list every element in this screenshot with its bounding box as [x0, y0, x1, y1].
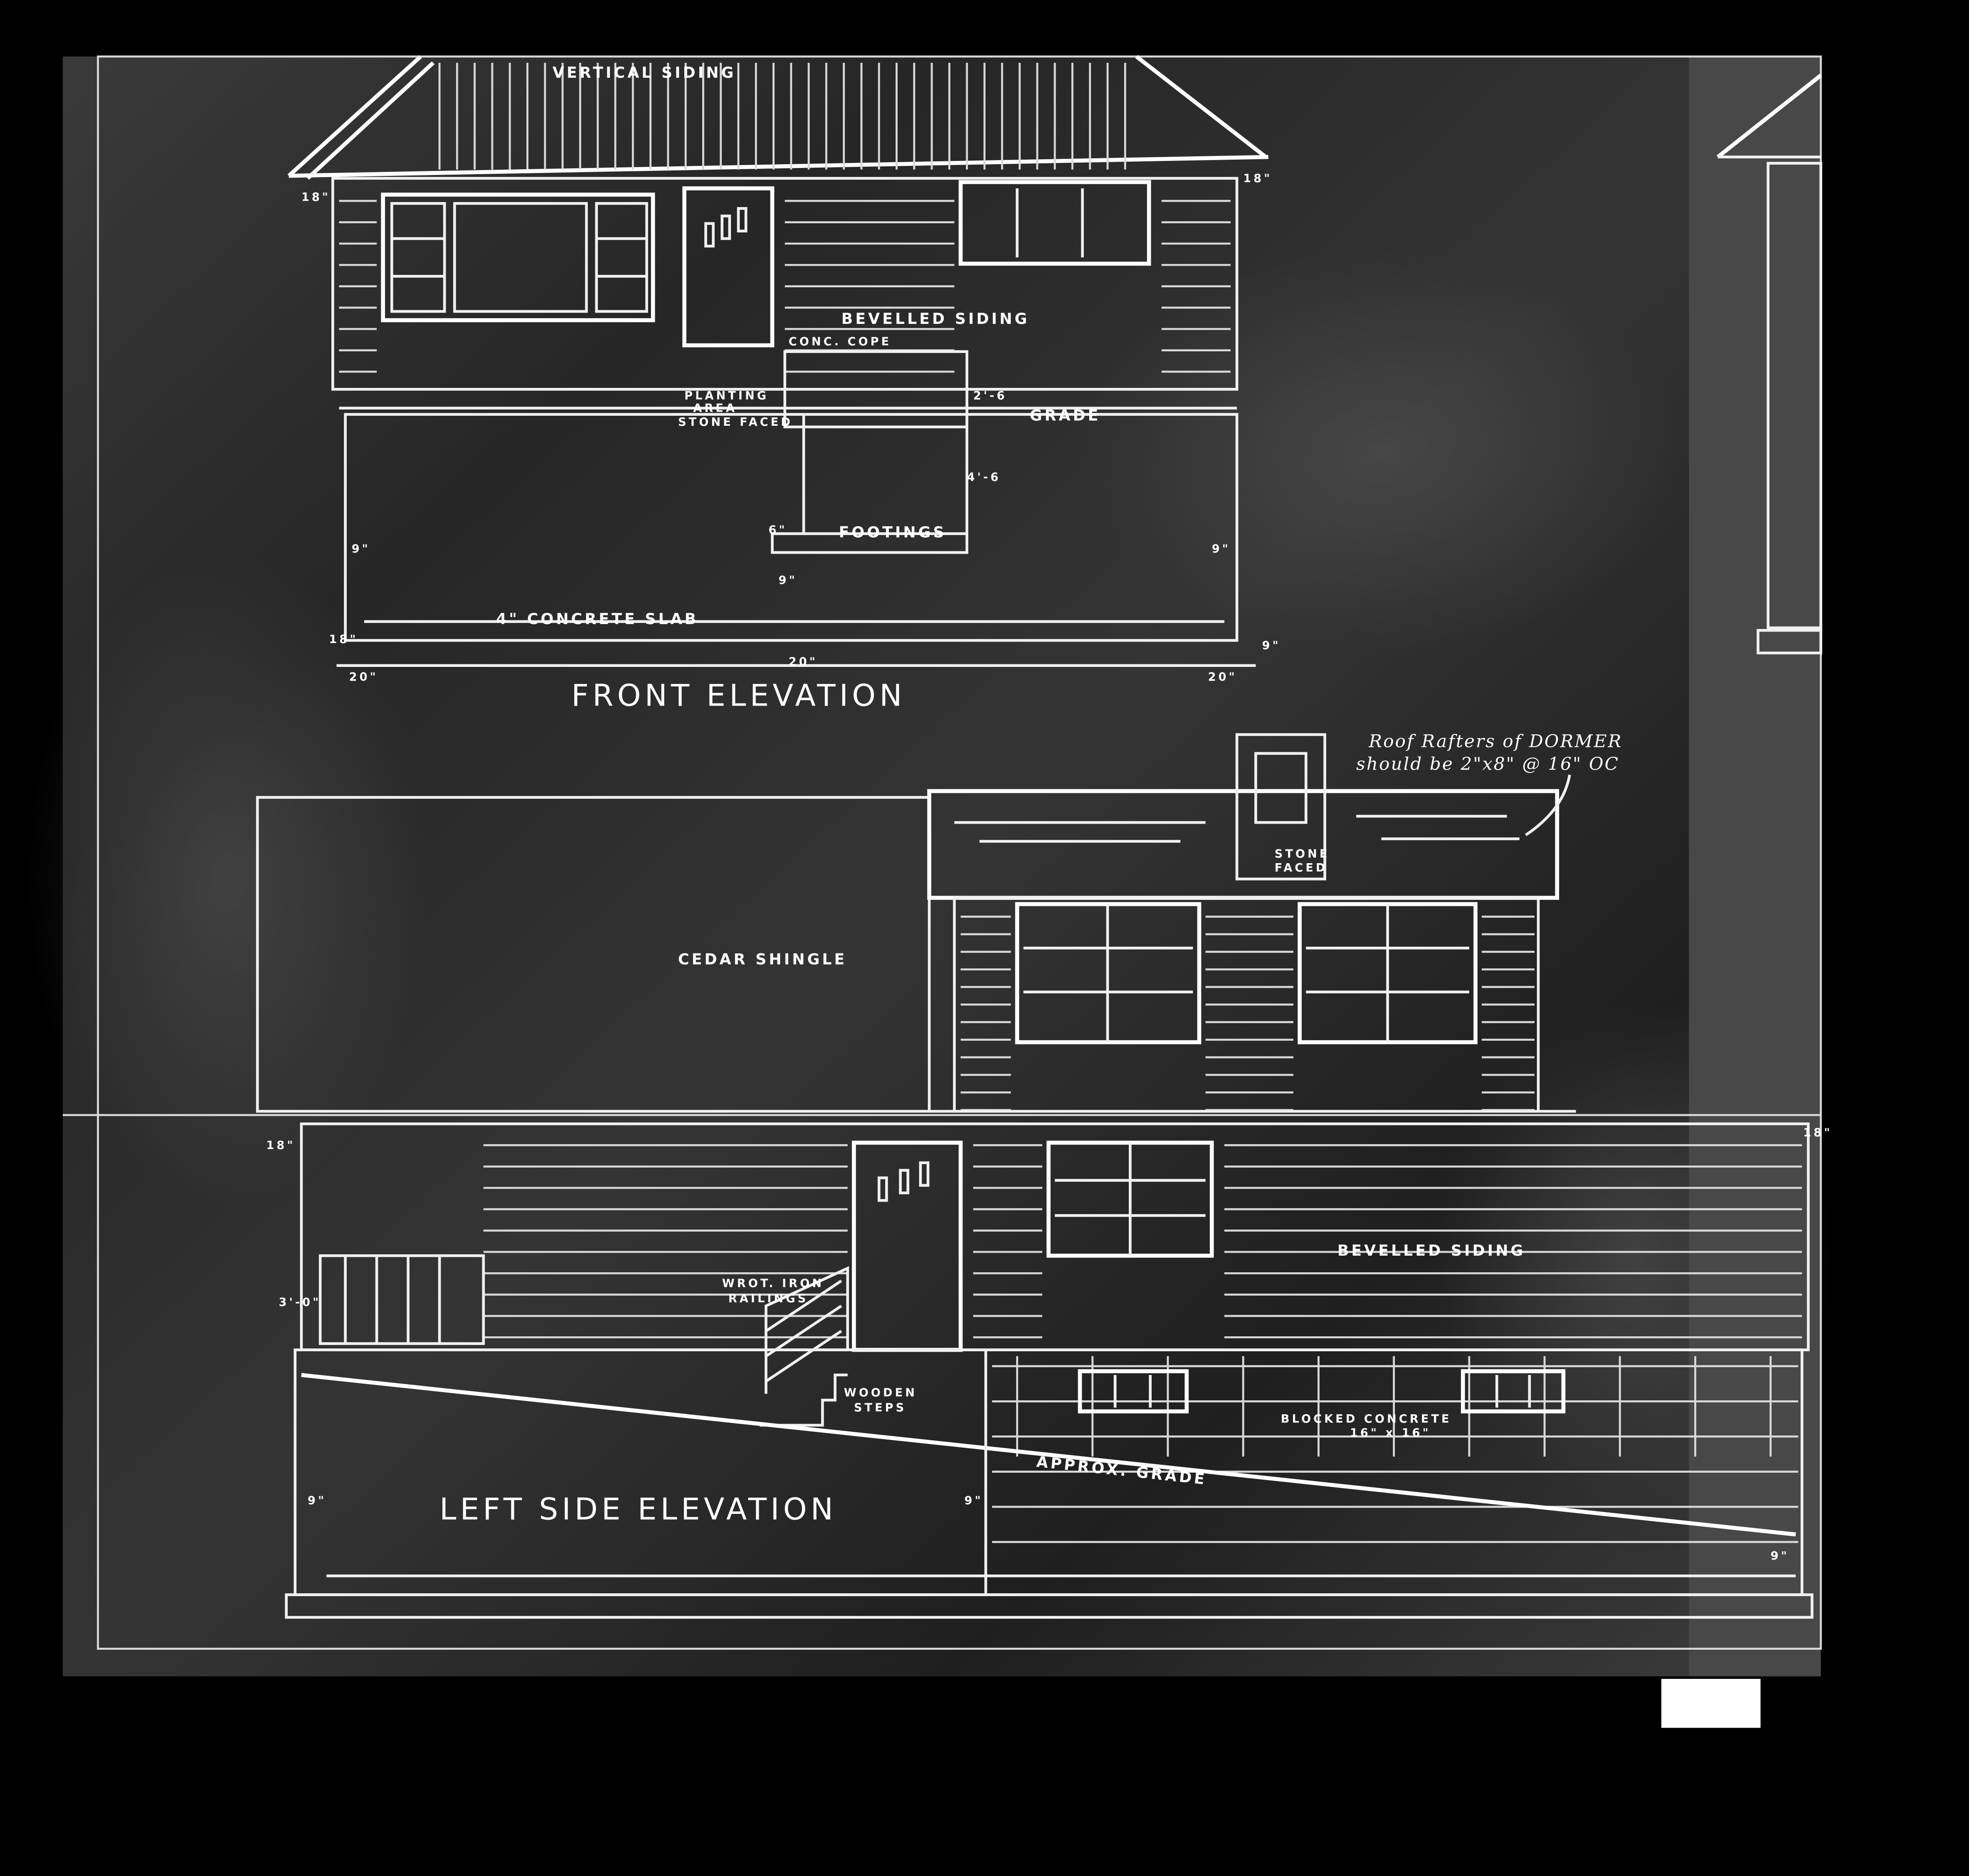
label-blocked-concrete: BLOCKED CONCRETE [1281, 1413, 1452, 1426]
dormer-wall [953, 896, 1540, 1113]
dormer-rafter-note: Roof Rafters of DORMER should be 2"x8" @… [1356, 731, 1622, 837]
side-siding [483, 1144, 1802, 1338]
right-partial-elevation [1716, 74, 1822, 654]
left-side-elevation: 18" 18" CEDAR SHINGLE STONE FACED BEVELL… [256, 733, 1832, 1619]
basement-window-left [1078, 1369, 1189, 1414]
svg-text:18": 18" [1803, 1126, 1832, 1139]
label-stone-faced: STONE [1275, 848, 1330, 861]
picture-window [381, 193, 655, 322]
roof-left [287, 55, 422, 178]
roof-left-inner [306, 61, 435, 180]
svg-text:3'-0": 3'-0" [279, 1296, 321, 1309]
svg-text:AREA: AREA [693, 402, 737, 415]
label-vertical-siding: VERTICAL SIDING [553, 64, 736, 81]
chimney [1235, 733, 1326, 881]
svg-text:FACED: FACED [1275, 861, 1328, 874]
svg-text:STEPS: STEPS [854, 1402, 906, 1414]
svg-text:18": 18" [1243, 172, 1272, 185]
planter [783, 350, 969, 429]
svg-text:9": 9" [779, 574, 797, 587]
svg-text:9": 9" [308, 1494, 326, 1507]
label-wooden-steps: WOODEN [844, 1386, 917, 1399]
scan-label-patch [1661, 1679, 1761, 1728]
front-door [682, 186, 775, 348]
label-footings: FOOTINGS [839, 523, 947, 541]
label-bevelled-siding: BEVELLED SIDING [841, 310, 1030, 328]
svg-text:2'-6: 2'-6 [973, 389, 1007, 402]
front-siding [339, 200, 1231, 373]
basement-window-right [1461, 1369, 1566, 1414]
label-wrot-iron-railings: WROT. IRON [722, 1277, 824, 1290]
approx-grade-line [301, 1373, 1796, 1537]
paper-fold-strip [1689, 56, 1821, 1676]
dormer-siding [960, 916, 1535, 1111]
eave-line [289, 155, 1268, 178]
front-window-right [958, 180, 1151, 266]
svg-text:6": 6" [768, 524, 787, 537]
title-left-side-elevation: LEFT SIDE ELEVATION [439, 1492, 837, 1527]
svg-text:18": 18" [266, 1139, 295, 1152]
svg-text:STONE FACED: STONE FACED [678, 416, 793, 429]
label-conc-cope: CONC. COPE [789, 336, 891, 348]
label-planting: PLANTING [684, 389, 769, 402]
foundation [344, 413, 1239, 642]
svg-text:9": 9" [965, 1494, 983, 1507]
svg-text:RAILINGS: RAILINGS [728, 1292, 808, 1305]
label-concrete-slab: 4" CONCRETE SLAB [496, 610, 698, 628]
label-cedar-shingle: CEDAR SHINGLE [678, 950, 847, 968]
front-elevation: VERTICAL SIDING BEVELLED SIDING CONC. CO… [287, 55, 1281, 713]
svg-text:18": 18" [301, 191, 331, 204]
svg-text:9": 9" [1771, 1550, 1789, 1563]
svg-text:9": 9" [352, 543, 370, 555]
svg-text:9": 9" [1212, 543, 1231, 555]
svg-text:4'-6: 4'-6 [967, 471, 1001, 484]
roof-right [1135, 55, 1267, 159]
wooden-steps [760, 1373, 848, 1427]
blocked-concrete-courses [992, 1356, 1799, 1543]
porch-railing [318, 1254, 485, 1345]
paper-stain [1080, 251, 1683, 653]
svg-text:20": 20" [789, 656, 818, 669]
title-front-elevation: FRONT ELEVATION [571, 678, 906, 713]
svg-text:20": 20" [349, 671, 378, 684]
sheet-border [97, 55, 1822, 1650]
label-grade: GRADE [1030, 407, 1101, 425]
svg-text:16" x 16": 16" x 16" [1350, 1427, 1431, 1439]
vertical-siding [438, 63, 1126, 170]
footing [771, 532, 969, 554]
svg-text:20": 20" [1208, 671, 1237, 684]
main-roof-shingles [256, 796, 931, 1113]
label-bevelled-siding-side: BEVELLED SIDING [1337, 1242, 1526, 1259]
svg-text:9": 9" [1262, 639, 1281, 652]
svg-text:18": 18" [329, 633, 358, 646]
paper-stain [25, 552, 427, 1206]
svg-text:should be 2"x8" @ 16" OC: should be 2"x8" @ 16" OC [1356, 753, 1619, 774]
svg-text:Roof Rafters of DORMER: Roof Rafters of DORMER [1368, 731, 1622, 751]
